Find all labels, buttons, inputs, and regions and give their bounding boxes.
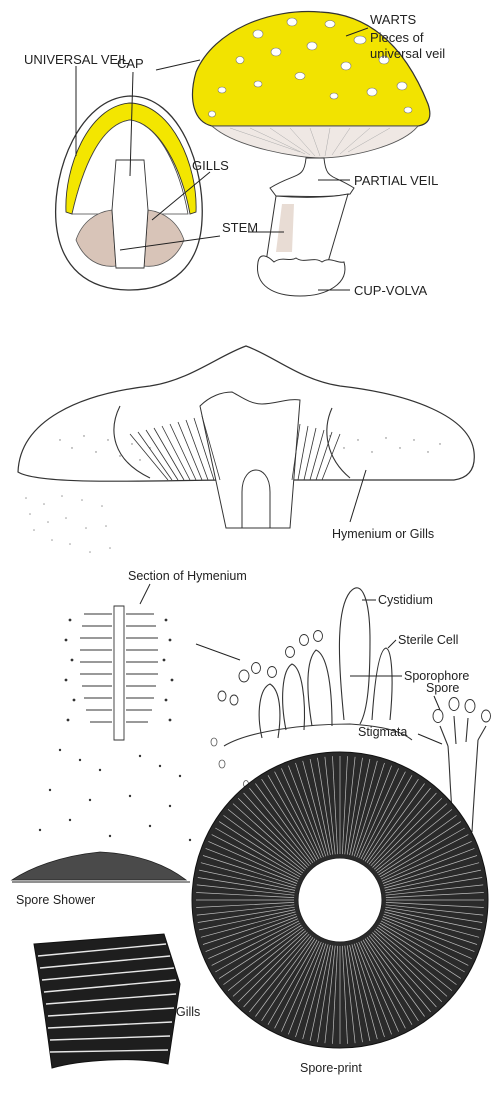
leader-sterile-cell [388,640,396,648]
button-stage-illustration [56,96,203,290]
label-stem: STEM [222,220,258,235]
mature-cap [193,12,430,126]
label-stigmata: Stigmata [358,725,407,739]
label-hymenium-or-gills: Hymenium or Gills [332,527,434,541]
label-spore-shower: Spore Shower [16,893,95,907]
label-universal-veil: UNIVERSAL VEIL [24,52,129,67]
sterile-cell [372,648,392,720]
gills-fan-illustration [34,934,180,1068]
leader-section-of-hymenium [140,584,150,604]
falling-spores [25,495,111,553]
label-warts: WARTS [370,12,417,27]
hymenium-core [114,606,124,740]
spore-pile [12,852,186,880]
sporophore-cell-1 [308,650,332,726]
label-cystidium: Cystidium [378,593,433,607]
sporophore-spore-heads [218,631,323,706]
label-cup-volva: CUP-VOLVA [354,283,428,298]
leader-spore [434,696,440,710]
section-stem-hole [242,470,270,528]
label-gills: GILLS [192,158,229,173]
spore-print-illustration [192,752,488,1048]
hymenium-section-illustration [12,606,191,880]
label-spore-print: Spore-print [300,1061,362,1075]
leader-to-sporophore-detail [196,644,240,660]
label-gills-fan: Gills [176,1005,200,1019]
cystidium-cell [339,588,370,724]
label-spore: Spore [426,681,459,695]
button-stem [112,160,148,268]
mature-stem-upper [270,158,354,197]
label-warts-note-2: universal veil [370,46,445,61]
cap-cross-section-illustration [18,346,474,528]
spore-print-center-hole [298,858,382,942]
sporophore-cell-2 [283,664,305,730]
label-section-of-hymenium: Section of Hymenium [128,569,247,583]
stigmata-spores [433,698,491,723]
label-partial-veil: PARTIAL VEIL [354,173,438,188]
detached-spores [211,738,249,788]
sterigmata [440,716,486,746]
label-sterile-cell: Sterile Cell [398,633,458,647]
label-warts-note-1: Pieces of [370,30,424,45]
label-cap: CAP [117,56,144,71]
leader-stigmata [418,734,442,744]
